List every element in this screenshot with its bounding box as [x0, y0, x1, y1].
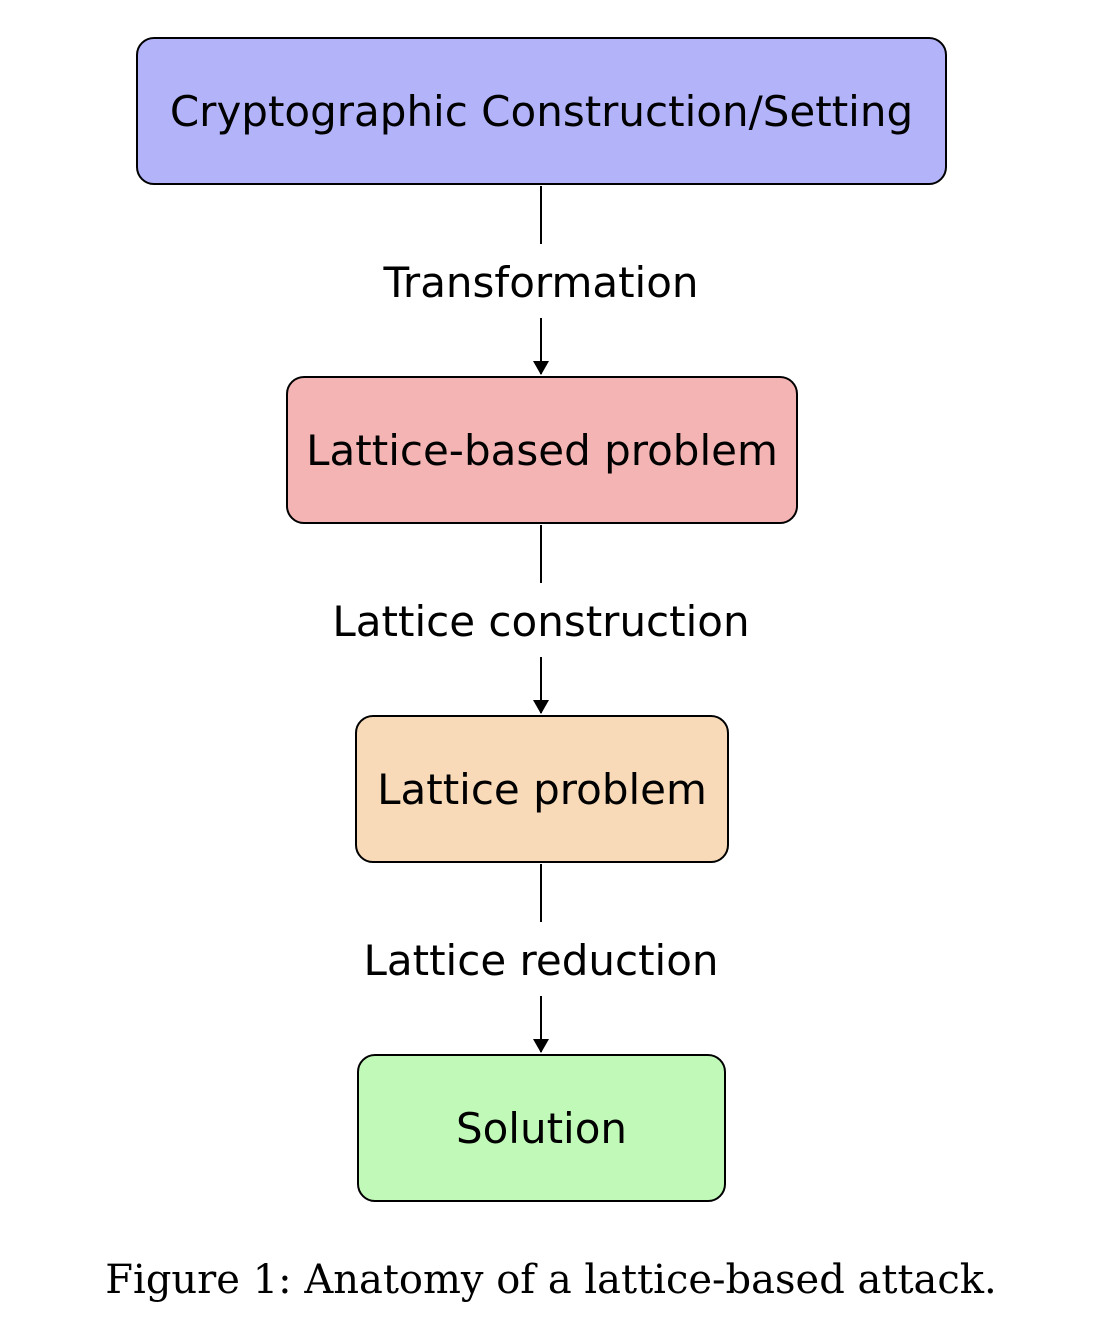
node-label: Cryptographic Construction/Setting — [169, 86, 914, 136]
node-lattice-based-problem: Lattice-based problem — [286, 376, 798, 524]
edge-label-transformation: Transformation — [383, 258, 699, 307]
node-label: Solution — [455, 1103, 628, 1153]
node-solution: Solution — [357, 1054, 726, 1202]
node-lattice-problem: Lattice problem — [355, 715, 729, 863]
figure-caption: Figure 1: Anatomy of a lattice-based att… — [105, 1257, 997, 1303]
node-cryptographic-construction: Cryptographic Construction/Setting — [136, 37, 947, 185]
node-label: Lattice-based problem — [306, 425, 778, 475]
edge-label-lattice-reduction: Lattice reduction — [363, 936, 719, 985]
node-label: Lattice problem — [377, 764, 707, 814]
edge-label-lattice-construction: Lattice construction — [332, 597, 750, 646]
